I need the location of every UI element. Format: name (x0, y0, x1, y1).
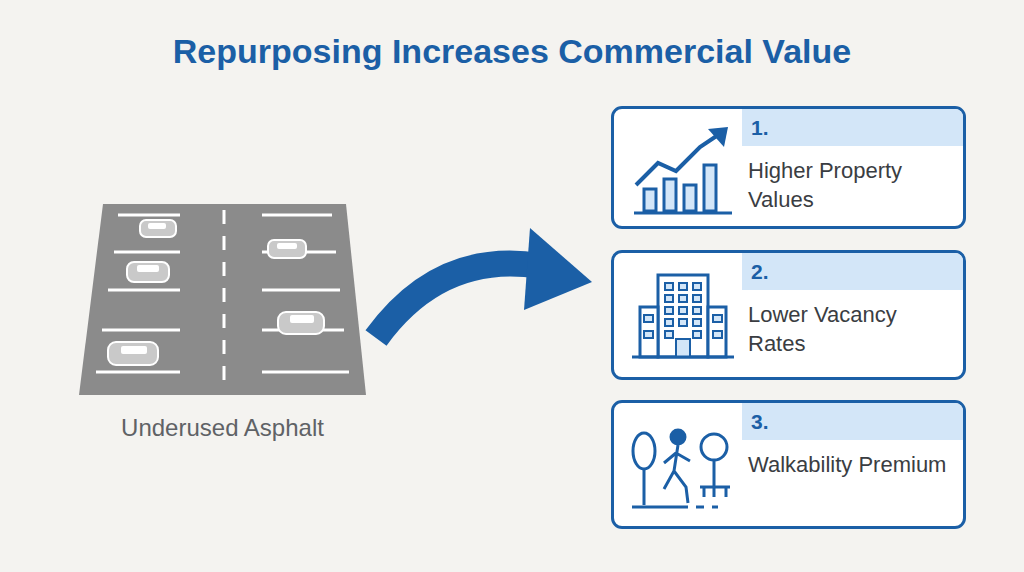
transform-arrow (376, 228, 592, 338)
benefit-label: Walkability Premium (748, 451, 953, 480)
title: Repurposing Increases Commercial Value (0, 32, 1024, 71)
benefit-box: 2. Lower Vacancy Rates (611, 250, 966, 380)
benefit-box: 1. Higher Property Values (611, 106, 966, 229)
parking-lot (79, 204, 366, 395)
benefit-label: Lower Vacancy Rates (748, 301, 953, 358)
benefit-box: 3. Walkability Premium (611, 400, 966, 529)
callout-number: 1. (742, 109, 963, 146)
benefit-icon (628, 417, 738, 517)
callout-number: 3. (742, 403, 963, 440)
benefit-label: Higher Property Values (748, 157, 953, 214)
benefit-icon (628, 123, 738, 223)
lot-label: Underused Asphalt (60, 414, 385, 442)
callout-number: 2. (742, 253, 963, 290)
benefit-icon (628, 267, 738, 367)
